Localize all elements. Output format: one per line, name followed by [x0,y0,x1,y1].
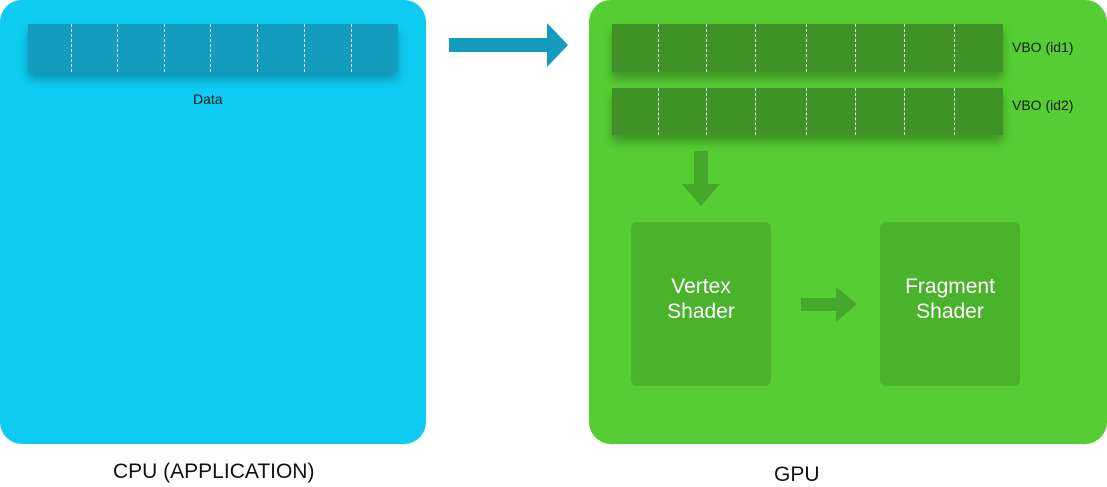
buffer-cell-divider [257,24,258,72]
buffer-cell-divider [755,24,756,72]
vertex-shader-line2: Shader [667,300,735,323]
vertex-shader-line1: Vertex [671,275,731,298]
buffer-cell-divider [658,24,659,72]
arrow-down-icon [682,151,720,206]
cpu-data-buffer [28,24,398,72]
buffer-cell-divider [117,24,118,72]
buffer-cell-divider [755,88,756,135]
buffer-cell-divider [71,24,72,72]
buffer-cell-divider [954,24,955,72]
buffer-cell-divider [351,24,352,72]
buffer-cell-divider [855,24,856,72]
fragment-shader-line1: Fragment [905,275,995,298]
fragment-shader-line2: Shader [916,300,984,323]
buffer-cell-divider [304,24,305,72]
buffer-cell-divider [658,88,659,135]
buffer-cell-divider [904,88,905,135]
vbo-label-2: VBO (id2) [1012,97,1074,113]
arrow-right-icon [801,287,857,322]
buffer-cell-divider [855,88,856,135]
buffer-cell-divider [806,24,807,72]
vbo-buffer-1 [612,24,1003,72]
fragment-shader-box: Fragment Shader [880,222,1020,386]
buffer-cell-divider [904,24,905,72]
buffer-cell-divider [164,24,165,72]
buffer-cell-divider [706,24,707,72]
gpu-caption: GPU [774,463,820,486]
cpu-caption: CPU (APPLICATION) [113,460,315,483]
vbo-buffer-2 [612,88,1003,135]
buffer-cell-divider [210,24,211,72]
data-label: Data [193,91,223,107]
vertex-shader-box: Vertex Shader [631,222,771,386]
cpu-panel [0,0,426,444]
buffer-cell-divider [954,88,955,135]
buffer-cell-divider [806,88,807,135]
arrow-right-icon [449,23,568,67]
buffer-cell-divider [706,88,707,135]
vbo-label-1: VBO (id1) [1012,39,1074,55]
